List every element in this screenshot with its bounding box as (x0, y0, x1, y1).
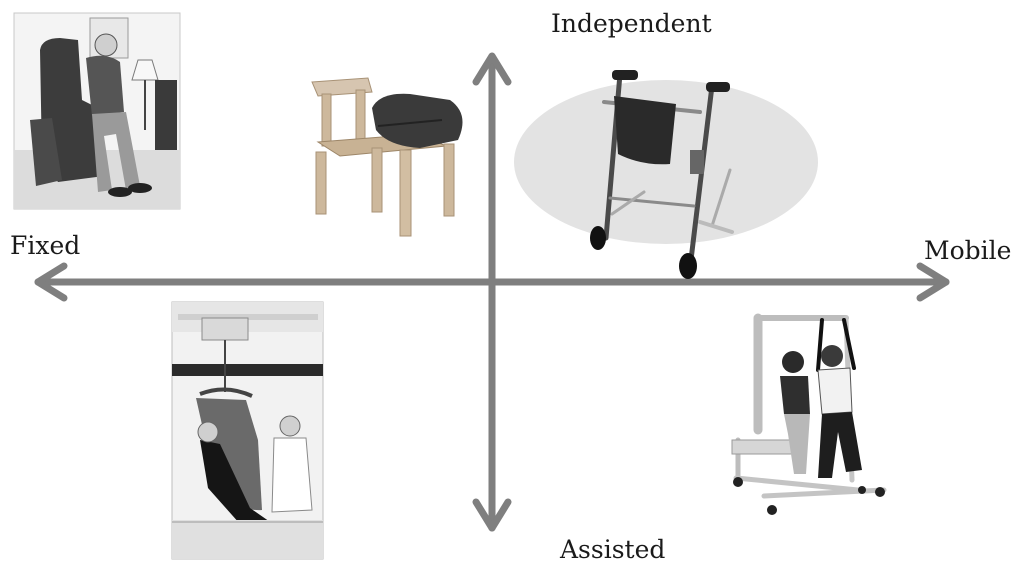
lift-recliner-photo (13, 12, 181, 210)
arrowhead-right-icon (916, 262, 950, 302)
vertical-axis (472, 52, 512, 532)
horizontal-axis (34, 262, 950, 302)
gait-trainer-photo (731, 313, 887, 515)
axis-label-assisted: Assisted (560, 535, 666, 564)
walker-photo (590, 70, 734, 279)
axis-label-mobile: Mobile (924, 236, 1012, 265)
axis-label-fixed: Fixed (10, 231, 81, 260)
sling-lift-photo (171, 301, 324, 560)
axis-label-independent: Independent (551, 9, 712, 38)
arrowhead-down-icon (472, 498, 512, 532)
chair-cushion-photo (311, 77, 463, 237)
arrowhead-up-icon (472, 52, 512, 86)
arrowhead-left-icon (34, 262, 68, 302)
